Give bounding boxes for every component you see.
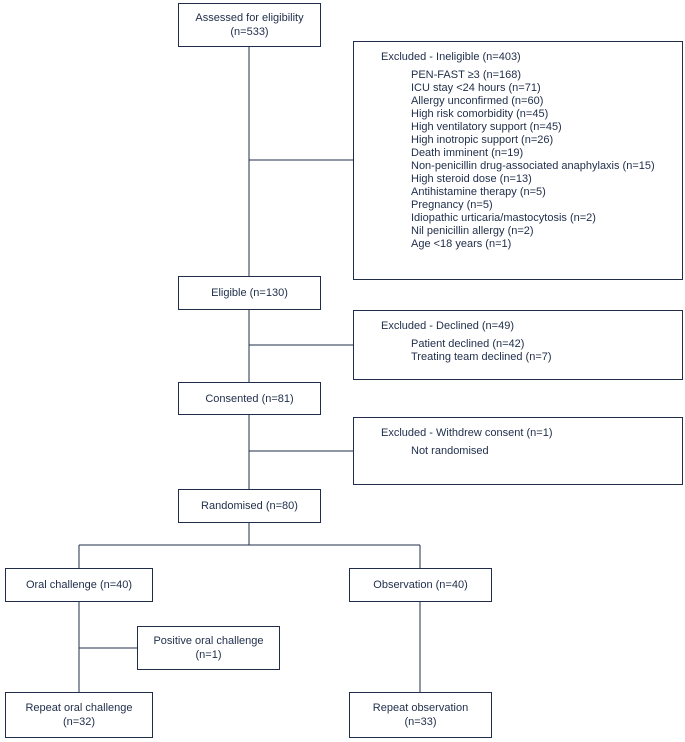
ineligible-reason: ICU stay <24 hours (n=71) <box>411 82 541 94</box>
oral-challenge-box: Oral challenge (n=40) <box>5 568 153 602</box>
ineligible-reason: Idiopathic urticaria/mastocytosis (n=2) <box>411 212 596 224</box>
ineligible-reason: Antihistamine therapy (n=5) <box>411 186 546 198</box>
excluded-ineligible-title: Excluded - Ineligible (n=403) <box>381 51 521 63</box>
randomised-label: Randomised (n=80) <box>201 500 298 512</box>
repeat-oral-label: Repeat oral challenge <box>25 702 133 714</box>
positive-oral-count: (n=1) <box>195 649 222 661</box>
eligible-box: Eligible (n=130) <box>178 276 321 310</box>
positive-oral-label: Positive oral challenge <box>153 635 264 647</box>
ineligible-reason: Death imminent (n=19) <box>411 147 524 159</box>
ineligible-reason: PEN-FAST ≥3 (n=168) <box>411 69 522 81</box>
repeat-observation-count: (n=33) <box>404 716 437 728</box>
repeat-observation-label: Repeat observation <box>372 702 469 714</box>
declined-reason: Treating team declined (n=7) <box>411 351 552 363</box>
assessed-label: Assessed for eligibility <box>195 12 304 24</box>
ineligible-reason: Non-penicillin drug-associated anaphylax… <box>411 160 655 172</box>
ineligible-reason: High steroid dose (n=13) <box>411 173 532 185</box>
observation-box: Observation (n=40) <box>349 568 492 602</box>
repeat-observation-box: Repeat observation (n=33) <box>349 692 492 738</box>
oral-challenge-label: Oral challenge (n=40) <box>25 579 133 591</box>
ineligible-reason: Age <18 years (n=1) <box>411 238 512 250</box>
observation-label: Observation (n=40) <box>373 579 468 591</box>
excluded-withdrew-title: Excluded - Withdrew consent (n=1) <box>381 427 553 439</box>
eligible-label: Eligible (n=130) <box>211 287 288 299</box>
assessed-box: Assessed for eligibility (n=533) <box>178 3 321 47</box>
ineligible-reason: Allergy unconfirmed (n=60) <box>411 95 544 107</box>
consented-label: Consented (n=81) <box>205 392 294 405</box>
repeat-oral-count: (n=32) <box>62 716 96 728</box>
repeat-oral-challenge-box: Repeat oral challenge (n=32) <box>5 692 153 738</box>
ineligible-reason: High risk comorbidity (n=45) <box>411 108 549 120</box>
withdrew-reason: Not randomised <box>411 445 489 457</box>
positive-oral-challenge-box: Positive oral challenge (n=1) <box>137 626 280 670</box>
ineligible-reason: Pregnancy (n=5) <box>411 199 493 211</box>
excluded-declined-box: Excluded - Declined (n=49) Patient decli… <box>353 310 683 380</box>
excluded-declined-title: Excluded - Declined (n=49) <box>381 320 514 332</box>
declined-reason: Patient declined (n=42) <box>411 338 525 350</box>
consented-box: Consented (n=81) <box>178 382 321 415</box>
assessed-count: (n=533) <box>230 26 269 38</box>
randomised-box: Randomised (n=80) <box>178 489 321 523</box>
ineligible-reason: High ventilatory support (n=45) <box>411 121 562 133</box>
ineligible-reason: Nil penicillin allergy (n=2) <box>411 225 534 237</box>
excluded-withdrew-box: Excluded - Withdrew consent (n=1) Not ra… <box>353 417 683 485</box>
excluded-ineligible-box: Excluded - Ineligible (n=403) PEN-FAST ≥… <box>353 41 683 280</box>
ineligible-reason: High inotropic support (n=26) <box>411 134 554 146</box>
